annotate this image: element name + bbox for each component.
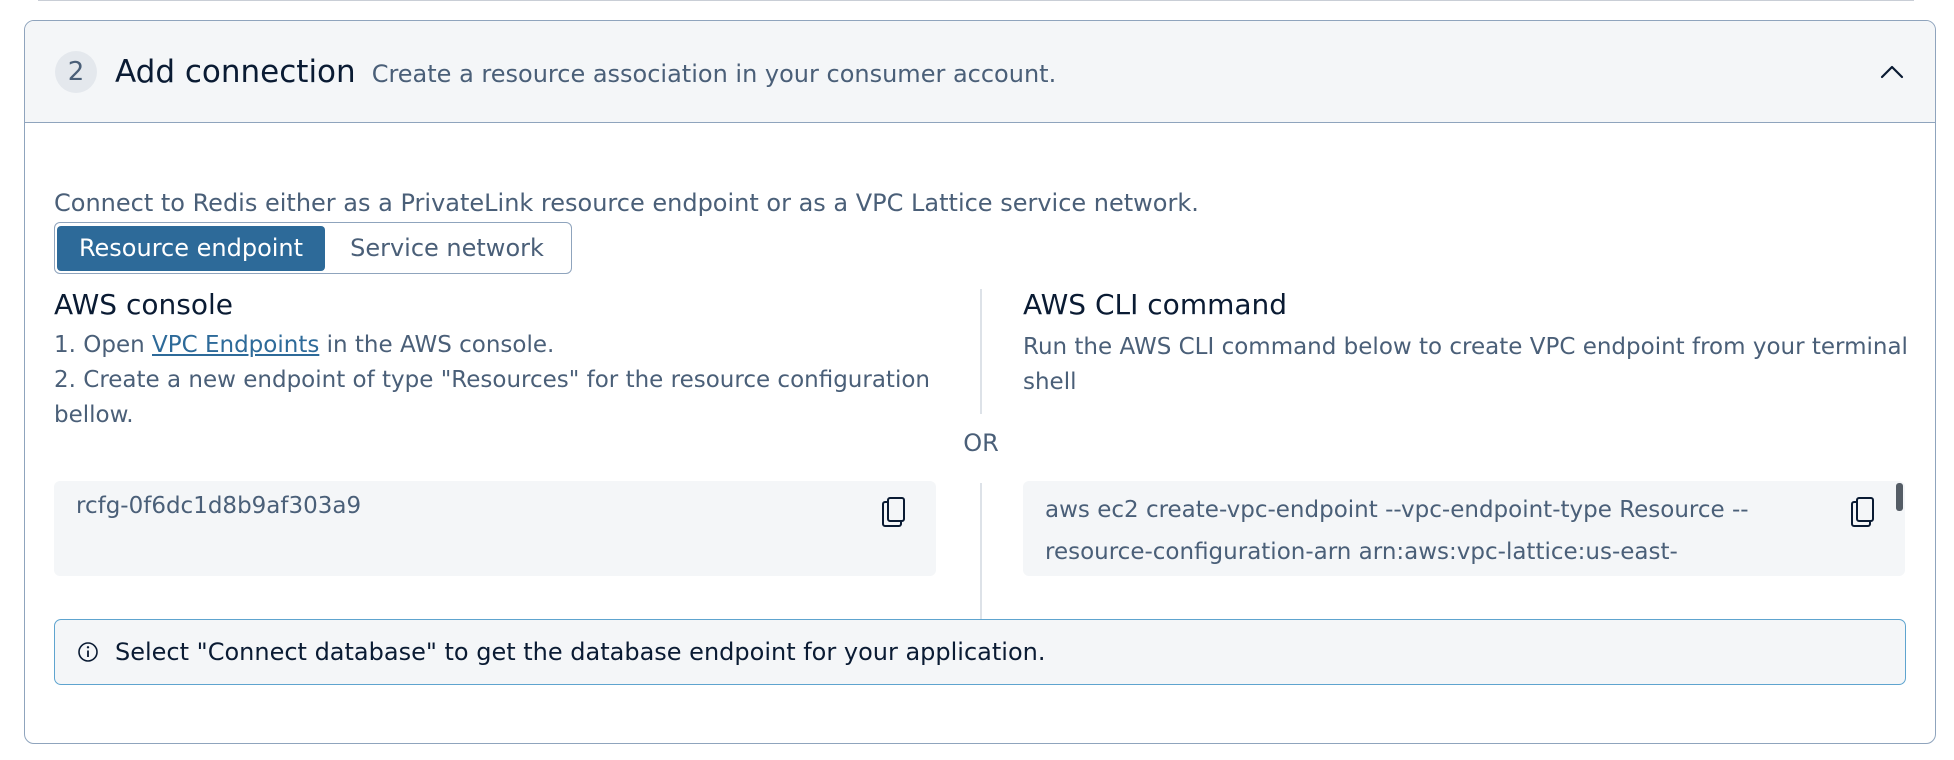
panel-title: Add connection: [115, 53, 356, 90]
console-step-2: 2. Create a new endpoint of type "Resour…: [54, 367, 930, 428]
aws-console-title: AWS console: [54, 288, 233, 321]
info-icon: [78, 642, 98, 662]
copy-icon: [1851, 497, 1874, 527]
step-number-badge: 2: [55, 50, 97, 93]
cli-command-box[interactable]: aws ec2 create-vpc-endpoint --vpc-endpoi…: [1023, 481, 1905, 576]
tab-service-network[interactable]: Service network: [350, 234, 544, 262]
panel-header[interactable]: 2 Add connection Create a resource assoc…: [25, 21, 1935, 123]
info-alert: Select "Connect database" to get the dat…: [54, 619, 1906, 685]
vertical-divider-bottom: [980, 483, 982, 623]
or-separator: OR: [963, 429, 999, 457]
aws-console-section: AWS console 1. Open VPC Endpoints in the…: [54, 286, 944, 433]
add-connection-panel: 2 Add connection Create a resource assoc…: [24, 20, 1936, 744]
collapse-button[interactable]: [1875, 55, 1909, 89]
vertical-divider-top: [980, 289, 982, 414]
cli-scrollbar-thumb[interactable]: [1896, 483, 1903, 511]
copy-icon: [882, 497, 905, 527]
aws-cli-section: AWS CLI command Run the AWS CLI command …: [1023, 286, 1923, 400]
panel-subtitle: Create a resource association in your co…: [371, 59, 1057, 88]
aws-cli-description: Run the AWS CLI command below to create …: [1023, 334, 1908, 395]
connection-type-toggle: Resource endpoint Service network: [54, 222, 572, 274]
vpc-endpoints-link[interactable]: VPC Endpoints: [152, 332, 320, 358]
cli-command-text: aws ec2 create-vpc-endpoint --vpc-endpoi…: [1045, 497, 1749, 565]
copy-resource-id-button[interactable]: [876, 495, 910, 529]
connection-intro-text: Connect to Redis either as a PrivateLink…: [54, 189, 1199, 217]
resource-config-id-box[interactable]: rcfg-0f6dc1d8b9af303a9: [54, 481, 936, 576]
tab-resource-endpoint[interactable]: Resource endpoint: [57, 225, 325, 271]
top-divider: [38, 0, 1914, 1]
chevron-up-icon: [1880, 65, 1904, 79]
console-step-1-suffix: in the AWS console.: [319, 332, 555, 358]
aws-cli-title: AWS CLI command: [1023, 288, 1288, 321]
console-step-1-prefix: 1. Open: [54, 332, 152, 358]
copy-cli-command-button[interactable]: [1845, 495, 1879, 529]
resource-config-id: rcfg-0f6dc1d8b9af303a9: [76, 493, 362, 519]
console-step-1: 1. Open VPC Endpoints in the AWS console…: [54, 328, 944, 363]
info-alert-text: Select "Connect database" to get the dat…: [115, 638, 1046, 666]
